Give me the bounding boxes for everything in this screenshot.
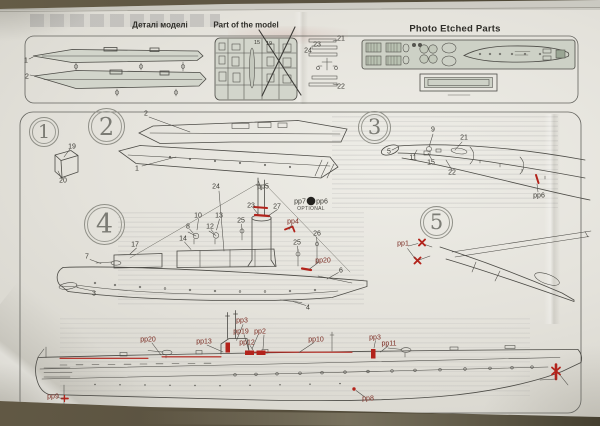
step-4-number: 4	[95, 209, 114, 240]
step-5-badge: 5	[420, 206, 453, 239]
small-parts-cluster-drawing	[308, 38, 339, 87]
step1-drawing	[54, 148, 79, 180]
pe-fret-drawing	[361, 39, 576, 96]
title-parts-en: Part of the model	[213, 20, 279, 30]
step-1-badge: 1	[29, 117, 59, 147]
parts-box-border	[24, 35, 579, 104]
paper-fold-edge	[0, 0, 600, 10]
step-3-badge: 3	[358, 111, 391, 144]
final-assembly-drawing	[35, 310, 583, 412]
step-3-number: 3	[367, 115, 382, 139]
step3-drawing	[380, 133, 591, 201]
step-2-badge: 2	[88, 108, 125, 145]
crossed-out-mark	[258, 26, 302, 97]
step-4-badge: 4	[84, 204, 125, 245]
step-1-number: 1	[37, 120, 51, 143]
part-label-pp18: pp18	[37, 407, 53, 415]
step-5-number: 5	[429, 210, 444, 234]
hull-halves-drawing	[28, 47, 207, 97]
optional-periscope-dot	[306, 196, 316, 206]
title-parts-ua: Деталі моделі	[132, 20, 188, 30]
step5-drawing	[407, 230, 592, 303]
sprue-drawing	[214, 26, 302, 101]
step4-drawing	[56, 177, 368, 306]
title-photo-etched: Photo Etched Parts	[409, 23, 501, 35]
step-2-number: 2	[98, 112, 115, 141]
optional-note: OPTIONAL	[297, 206, 325, 212]
step2-drawing	[118, 116, 348, 179]
